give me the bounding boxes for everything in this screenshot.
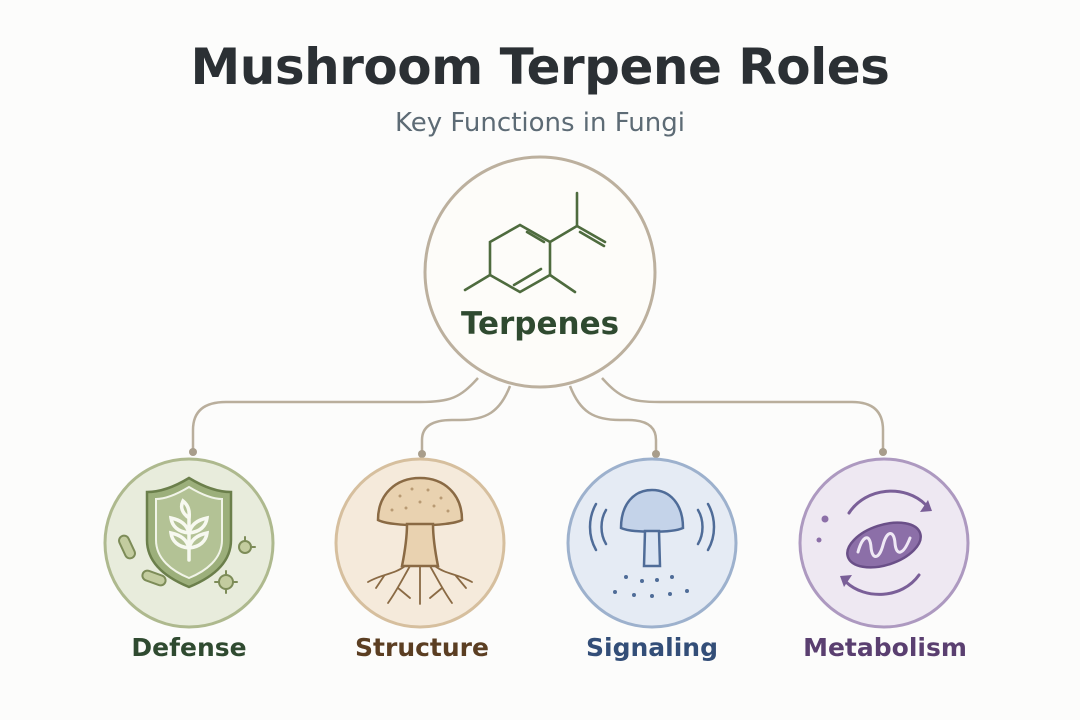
connector-defense — [191, 377, 479, 452]
page-subtitle: Key Functions in Fungi — [395, 108, 685, 138]
shield-sprout-icon — [145, 476, 233, 589]
signaling-node — [566, 457, 738, 629]
structure-node — [334, 457, 506, 629]
metabolism-node — [798, 457, 970, 629]
mushroom-mycelium-icon — [367, 476, 473, 605]
microbe-icons — [118, 534, 256, 594]
page-title: Mushroom Terpene Roles — [190, 38, 890, 96]
connector-metabolism — [601, 377, 885, 452]
terpene-molecule-icon — [463, 191, 607, 294]
terpenes-hub — [423, 155, 657, 389]
connector-signaling — [568, 385, 658, 454]
role-label-signaling: Signaling — [586, 633, 718, 662]
mitochondrion-cycle-icon — [816, 489, 932, 596]
connector-dots — [189, 448, 887, 458]
defense-node — [103, 457, 275, 629]
signaling-mushroom-icon — [588, 488, 716, 598]
role-label-structure: Structure — [355, 633, 489, 662]
hub-label: Terpenes — [460, 306, 620, 342]
connector-structure — [420, 385, 512, 454]
connectors — [191, 377, 885, 454]
role-label-metabolism: Metabolism — [803, 633, 967, 662]
role-label-defense: Defense — [131, 633, 247, 662]
